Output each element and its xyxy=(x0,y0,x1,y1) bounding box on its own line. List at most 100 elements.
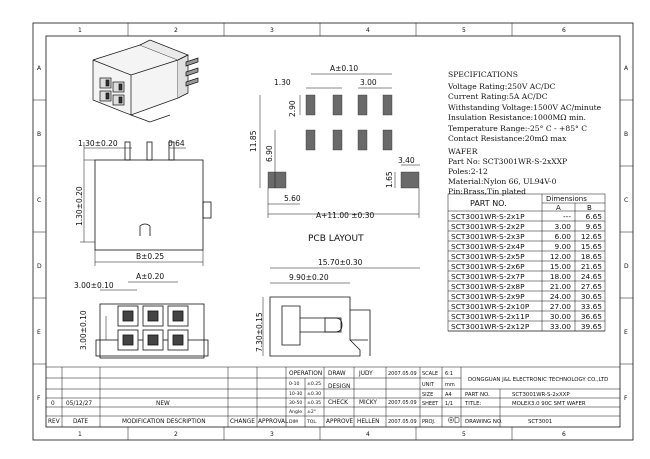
frame-right-a: A xyxy=(624,65,629,72)
table-cell-part: SCT3001WR-S-2x8P xyxy=(451,282,525,291)
table-cell-b: 9.65 xyxy=(586,222,603,231)
pcb-dim-560: 5.60 xyxy=(284,194,301,203)
pcb-dim-1185: 11.85 xyxy=(249,130,258,152)
table-cell-a: 9.00 xyxy=(555,242,572,251)
title-block xyxy=(46,366,620,427)
front-view xyxy=(80,141,212,266)
table-cell-a: 3.00 xyxy=(555,222,572,231)
frame-left-e: E xyxy=(37,329,41,336)
spec-line: Insulation Resistance:1000MΩ min. xyxy=(448,113,586,122)
tol-operation: OPERATION xyxy=(289,371,322,377)
frame-bottom-4: 4 xyxy=(366,431,370,438)
table-cell-a: 18.00 xyxy=(550,272,571,281)
frame-left-c: C xyxy=(37,197,41,204)
tol-range: 0-10 xyxy=(289,381,300,387)
projection-symbol-icon xyxy=(448,416,460,424)
frame-right-e: E xyxy=(624,329,628,336)
table-cell-a: 15.00 xyxy=(550,262,571,271)
table-header-a: A xyxy=(556,204,561,212)
tol-value: ±0.25 xyxy=(307,381,321,387)
tol-range: Angle xyxy=(289,409,302,415)
table-cell-part: SCT3001WR-S-2x6P xyxy=(451,262,525,271)
drawing-no-label: DRAWING NO. xyxy=(465,419,503,425)
company-name: DONGGUAN J&L ELECTRONIC TECHNOLOGY CO.,L… xyxy=(468,377,608,383)
unit-label: UNIT xyxy=(422,382,435,388)
frame-bottom-2: 2 xyxy=(174,431,178,438)
table-cell-b: 21.65 xyxy=(581,262,602,271)
wafer-line: Part No: SCT3001WR-S-2xXXP xyxy=(448,157,567,166)
spec-heading: SPECIFICATIONS xyxy=(448,70,518,79)
pcb-dim-340: 3.40 xyxy=(398,156,415,165)
frame-left-d: D xyxy=(37,263,42,270)
table-cell-part: SCT3001WR-S-2x11P xyxy=(451,312,530,321)
table-header-part: PART NO. xyxy=(470,199,507,208)
check-label: CHECK xyxy=(328,400,348,406)
side-dim-730: 7.30±0.15 xyxy=(255,312,264,352)
frame-top-2: 2 xyxy=(174,27,178,34)
frame-left-f: F xyxy=(37,395,41,402)
table-cell-a: 30.00 xyxy=(550,312,571,321)
side-dim-990: 9.90±0.20 xyxy=(289,273,329,282)
tol-range: 30-50 xyxy=(289,400,302,406)
bottom-dim-300: 3.00±0.10 xyxy=(74,281,114,290)
inner-frame xyxy=(45,35,621,428)
table-header-dimensions: Dimensions xyxy=(546,195,587,203)
drawing-no-value: SCT3001 xyxy=(528,419,552,425)
table-cell-part: SCT3001WR-S-2x9P xyxy=(451,292,525,301)
table-cell-part: SCT3001WR-S-2x4P xyxy=(451,242,525,251)
specifications: SPECIFICATIONS Voltage Rating:250V AC/DC… xyxy=(447,70,602,196)
wafer-heading: WAFER xyxy=(448,147,478,156)
table-cell-b: 36.65 xyxy=(581,312,602,321)
header-approval: APPROVAL xyxy=(258,419,289,425)
size-value: A4 xyxy=(445,392,452,398)
draw-name: JUDY xyxy=(358,371,373,377)
front-dim-130: 1.30±0.20 xyxy=(78,139,118,148)
bottom-dim-300v: 3.00±0.10 xyxy=(79,310,88,350)
table-cell-a: 27.00 xyxy=(550,302,571,311)
pcb-dim-300: 3.00 xyxy=(360,78,377,87)
frame-right-d: D xyxy=(624,263,629,270)
dimensions-table-text: PART NO. Dimensions A B SCT3001WR-S-2x1P… xyxy=(451,195,602,331)
front-view-dims: 1.30±0.20 0.64 B±0.25 1.30±0.20 xyxy=(75,139,185,261)
frame-ticks xyxy=(33,23,633,440)
proj-label: PROJ. xyxy=(422,419,436,425)
title-value: MOLEX3.0 90C SMT WAFER xyxy=(512,401,586,407)
frame-labels: 1 2 3 4 5 6 1 2 3 4 5 6 A B C D E F A B … xyxy=(37,27,629,438)
table-cell-b: 18.65 xyxy=(581,252,602,261)
wafer-line: Material:Nylon 66, UL94V-0 xyxy=(448,177,557,186)
tol-value: ±0.30 xyxy=(307,391,321,397)
front-dim-064: 0.64 xyxy=(168,139,185,148)
table-cell-b: 15.65 xyxy=(581,242,602,251)
rev-date: 05/12/27 xyxy=(66,401,92,407)
table-cell-b: 6.65 xyxy=(586,212,603,221)
table-cell-a: 33.00 xyxy=(550,322,571,331)
pcb-title: PCB LAYOUT xyxy=(308,234,364,244)
pcb-dim-165: 1.65 xyxy=(385,171,394,188)
table-cell-part: SCT3001WR-S-2x1P xyxy=(451,212,525,221)
rev-number: 0 xyxy=(51,401,55,407)
table-cell-b: 30.65 xyxy=(581,292,602,301)
front-dim-130v: 1.30±0.20 xyxy=(75,186,84,226)
table-cell-b: 27.65 xyxy=(581,282,602,291)
header-rev: REV xyxy=(48,419,60,425)
frame-left-b: B xyxy=(37,131,41,138)
frame-bottom-5: 5 xyxy=(462,431,466,438)
frame-right-f: F xyxy=(624,395,628,402)
side-view-dims: 15.70±0.30 9.90±0.20 7.30±0.15 xyxy=(255,258,363,352)
design-label: DESIGN xyxy=(328,384,350,390)
spec-line: Temperature Range:-25° C - +85° C xyxy=(448,124,587,133)
part-no-label: PART NO. xyxy=(465,392,490,398)
scale-value: 6:1 xyxy=(445,371,453,377)
frame-bottom-1: 1 xyxy=(78,431,82,438)
header-desc: MODIFICATION DESCRIPTION xyxy=(122,419,206,425)
wafer-line: Poles:2-12 xyxy=(448,167,488,176)
header-change: CHANGE xyxy=(230,419,255,425)
draw-date: 2007.05.09 xyxy=(388,371,417,377)
frame-right-c: C xyxy=(624,197,628,204)
frame-bottom-6: 6 xyxy=(562,431,566,438)
front-dim-b: B±0.25 xyxy=(136,252,164,261)
table-cell-a: 12.00 xyxy=(550,252,571,261)
table-cell-b: 24.65 xyxy=(581,272,602,281)
pcb-dims: A±0.10 1.30 3.00 2.90 11.85 6.90 3.40 1.… xyxy=(249,64,415,244)
